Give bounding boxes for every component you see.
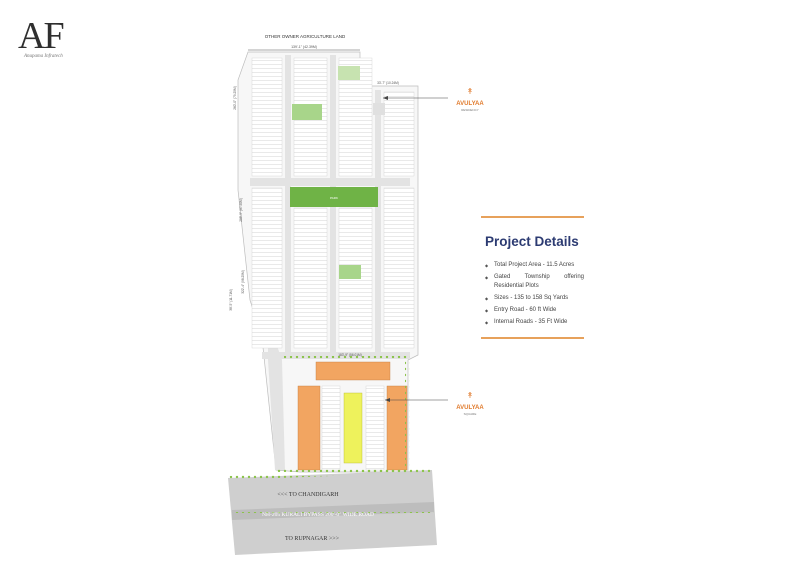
details-list: Total Project Area - 11.5 Acres Gated To…	[481, 261, 584, 327]
brand-square-icon: ↟	[467, 391, 474, 400]
highway-tree-belt	[228, 468, 432, 480]
entry-road	[268, 320, 285, 470]
park-small-2	[338, 66, 360, 80]
central-park	[290, 187, 378, 207]
details-title: Project Details	[485, 234, 579, 249]
central-park-label: PARK	[330, 196, 338, 200]
tree-belt-2	[405, 360, 410, 472]
dim-left-3: 322'-4" (98.25M)	[241, 270, 245, 294]
brand-square-name: AVULYAA	[456, 405, 484, 411]
details-item: Entry Road - 60 ft Wide	[485, 306, 584, 315]
project-details-panel: Project Details Total Project Area - 11.…	[481, 216, 584, 339]
plan-top-label: OTHER OWNER AGRICULTURE LAND	[265, 34, 346, 39]
commercial-block-left	[297, 385, 321, 471]
internal-road-1	[285, 55, 291, 355]
plot-block-b1	[251, 187, 283, 349]
details-item: Sizes - 135 to 158 Sq Yards	[485, 294, 584, 303]
cross-road-2	[262, 352, 410, 359]
road-label-bypass: NH-205 KURALI BYPASS 200'-0" WIDE ROAD	[262, 512, 374, 518]
details-item: Total Project Area - 11.5 Acres	[485, 261, 584, 270]
dim-right-top: 33'-7" (10.24M)	[377, 81, 399, 85]
dim-left-1: 260'-0" (79.25M)	[233, 86, 237, 110]
road-label-chandigarh: <<< TO CHANDIGARH	[277, 492, 339, 498]
details-item: Internal Roads - 35 Ft Wide	[485, 318, 584, 327]
details-bottom-rule	[481, 337, 584, 339]
shops-left	[321, 385, 341, 471]
company-logo: AF	[18, 15, 65, 57]
brand-square-tag: SQUARE	[464, 412, 477, 416]
commercial-block-top	[315, 361, 391, 381]
brand-residency: ↟ AVULYAA RESIDENCY	[456, 87, 484, 112]
dim-left-4: 38'-5" (11.71M)	[229, 289, 233, 311]
road-label-rupnagar: TO RUPNAGAR >>>	[285, 536, 340, 542]
callout-arrow-residency	[383, 96, 388, 100]
callout-arrow-square	[385, 398, 390, 402]
plot-block-a4	[383, 91, 415, 177]
company-logo-subtitle: Anupama Infratech	[24, 54, 63, 59]
tree-belt-3	[276, 468, 410, 472]
brand-square: ↟ AVULYAA SQUARE	[456, 391, 484, 416]
plot-block-b2	[293, 207, 328, 349]
dim-top-label: 139'-1" (42.39M)	[291, 45, 317, 49]
highway-median	[232, 502, 434, 520]
brand-residency-tag: RESIDENCY	[461, 108, 479, 112]
median-trees	[232, 512, 434, 513]
tree-belt-1	[284, 356, 410, 360]
details-item: Gated Township offering Residential Plot…	[485, 273, 584, 291]
utility-block	[373, 103, 385, 115]
dim-mid: 183'-9" (56.01M)	[338, 353, 362, 357]
cross-road-1	[250, 178, 410, 186]
internal-road-3	[375, 90, 381, 355]
brand-residency-icon: ↟	[467, 87, 474, 96]
park-small-1	[292, 104, 322, 120]
shops-right	[365, 385, 385, 471]
plot-block-b4	[383, 187, 415, 349]
details-top-rule	[481, 216, 584, 218]
commercial-block-center	[343, 392, 363, 464]
plot-block-a1	[251, 57, 283, 177]
brand-residency-name: AVULYAA	[456, 101, 484, 107]
dim-left-2: 288'-5" (87.90M)	[239, 198, 243, 222]
park-small-3	[339, 265, 361, 279]
